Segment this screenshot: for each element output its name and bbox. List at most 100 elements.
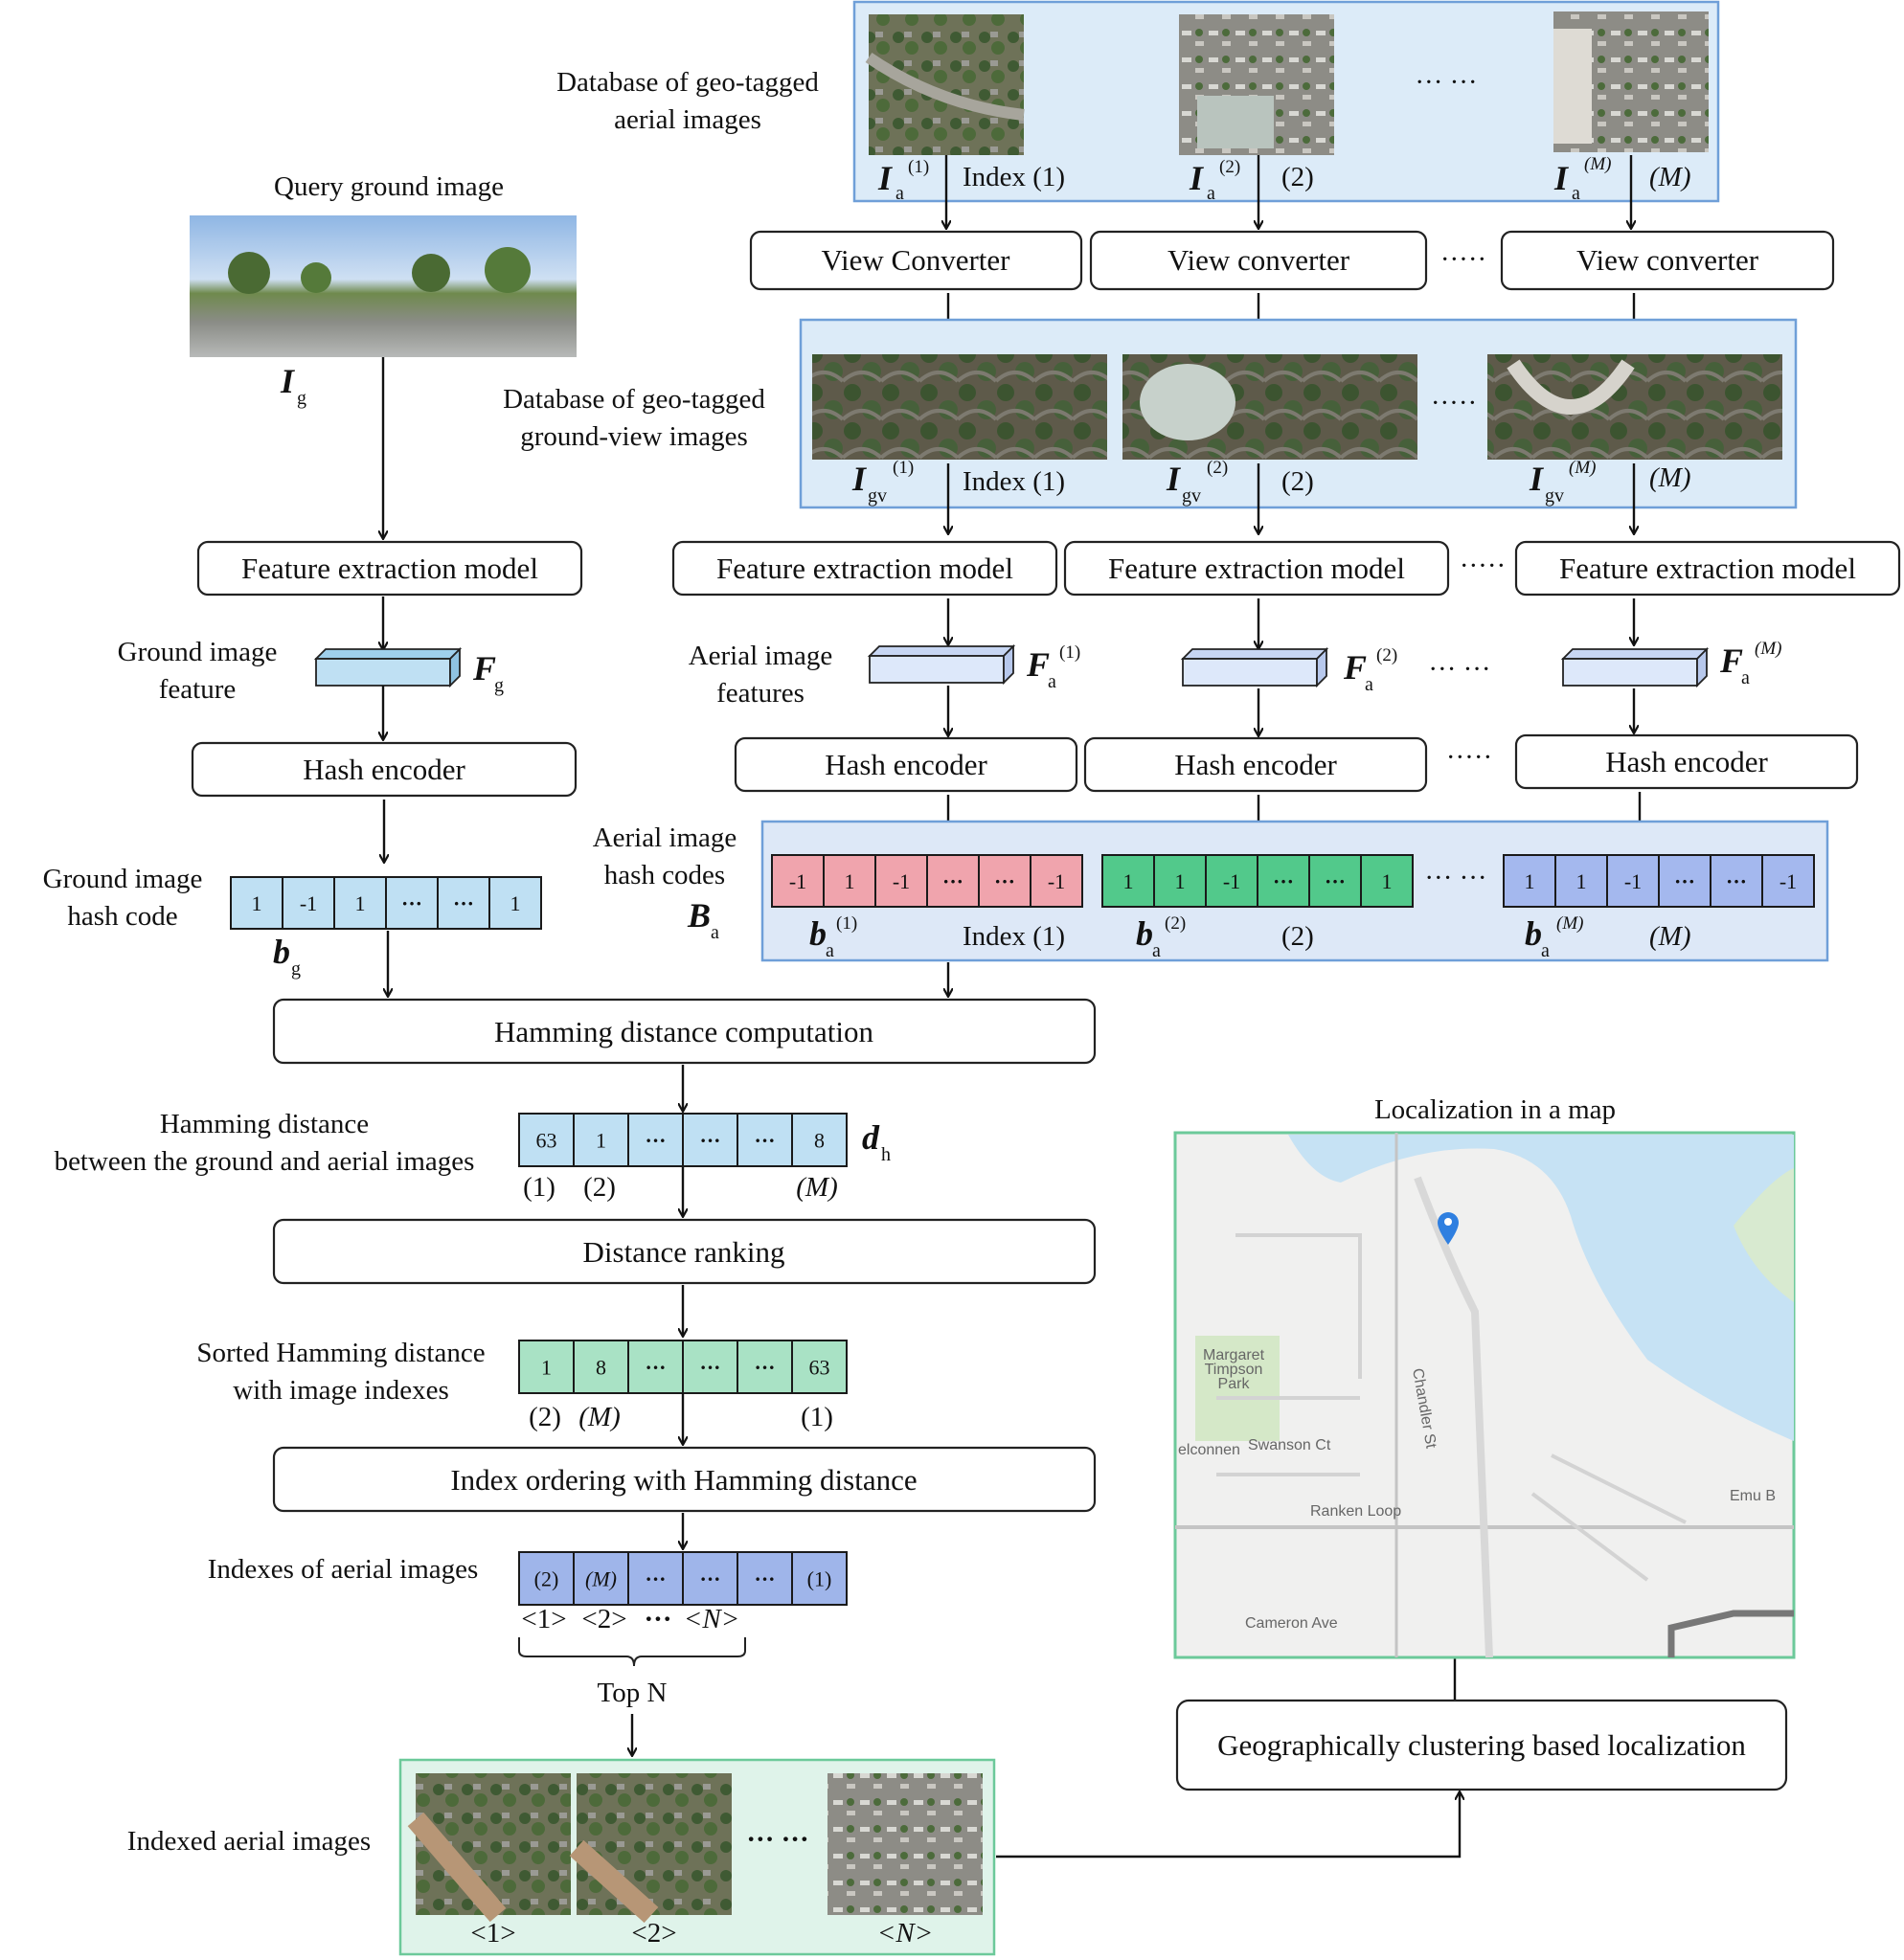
vector-cell [737, 1340, 793, 1394]
vector-cell [573, 1340, 629, 1394]
ground-view-image-1 [812, 354, 1107, 460]
svg-text:<1>: <1> [470, 1918, 515, 1949]
view-converter-m [1500, 230, 1835, 291]
aerial-feature-block-1 [867, 643, 1016, 686]
svg-text:(1): (1) [1059, 642, 1080, 663]
symbol-Ba: B [687, 896, 711, 935]
vector-cell-value: ··· [453, 891, 474, 915]
vector-cell-value: ··· [994, 869, 1015, 893]
ground-hash-label-2: hash code [67, 901, 177, 932]
vector-cell-value: 1 [1382, 869, 1393, 893]
indexed-image-2 [577, 1773, 732, 1915]
svg-text:(2): (2) [1165, 913, 1186, 934]
hamming-label-1: Hamming distance [160, 1109, 369, 1139]
svg-text:Hash encoder: Hash encoder [1605, 745, 1768, 778]
vector-cell-value: ··· [401, 891, 422, 915]
svg-text:··· ···: ··· ··· [746, 1824, 808, 1855]
vector-cell-value: ··· [1674, 869, 1695, 893]
hash-encoder-aerial-1 [734, 736, 1078, 793]
vector-cell [1658, 854, 1711, 908]
gv-index-m: (M) [1649, 462, 1690, 493]
indexed-images-label: Indexed aerial images [127, 1826, 371, 1857]
symbol-Ia2: I [1189, 159, 1205, 197]
svg-text:g: g [297, 388, 306, 409]
vector-cell [1153, 854, 1207, 908]
svg-text:h: h [881, 1144, 891, 1165]
vector-cell-value: -1 [1223, 869, 1240, 893]
svg-text:Swanson Ct: Swanson Ct [1248, 1437, 1331, 1453]
hash-encoder-ground [191, 741, 578, 798]
aerial-code-index-2: (2) [1281, 921, 1314, 952]
vector-cell [573, 1113, 629, 1167]
svg-text:a: a [1572, 183, 1580, 204]
svg-text:(M): (M) [1569, 458, 1596, 478]
svg-text:a: a [826, 940, 834, 961]
symbol-Ig: I [280, 362, 296, 400]
geographic-clustering-localization [1175, 1699, 1788, 1791]
vector-cell [627, 1113, 684, 1167]
svg-text:Distance ranking: Distance ranking [583, 1235, 785, 1269]
symbol-IaM: I [1553, 159, 1570, 197]
gv-db-label-line2: ground-view images [520, 421, 748, 452]
feature-extraction-aerial-2 [1063, 540, 1450, 597]
aerial-code-index-1: Index (1) [963, 921, 1065, 952]
svg-text:gv: gv [1545, 485, 1564, 507]
vector-cell-value: 8 [814, 1129, 825, 1153]
lake-area [1288, 1135, 1794, 1441]
svg-text:Emu B: Emu B [1730, 1488, 1776, 1504]
vector-cell [926, 854, 980, 908]
vector-cell-value: ··· [754, 1567, 775, 1591]
svg-text:a: a [1152, 940, 1161, 961]
svg-text:a: a [711, 922, 719, 943]
svg-text:(1): (1) [801, 1402, 833, 1432]
vector-cell-value: ··· [942, 869, 963, 893]
vector-cell [518, 1113, 575, 1167]
vector-cell [682, 1113, 738, 1167]
svg-text:(1): (1) [893, 458, 914, 478]
svg-text:Feature extraction model: Feature extraction model [1108, 552, 1405, 585]
hash-encoder-aerial-m [1514, 733, 1859, 790]
svg-text:Feature extraction model: Feature extraction model [1559, 552, 1856, 585]
svg-text:(2): (2) [583, 1172, 616, 1203]
aerial-db-label-line2: aerial images [614, 104, 761, 135]
aerial-index-m: (M) [1649, 162, 1690, 192]
svg-text:<N>: <N> [877, 1918, 933, 1949]
vector-cell-value: 1 [1123, 869, 1134, 893]
svg-text:(2): (2) [1376, 645, 1397, 665]
svg-text:Feature extraction model: Feature extraction model [241, 552, 538, 585]
svg-text:<2>: <2> [631, 1918, 676, 1949]
svg-text:·····: ····· [1431, 388, 1477, 418]
top-n-label: Top N [598, 1678, 668, 1708]
vector-cell [791, 1113, 848, 1167]
svg-text:F: F [1719, 642, 1743, 680]
gv-db-label-line1: Database of geo-tagged [503, 384, 765, 415]
vector-cell-value: 1 [1525, 869, 1535, 893]
vector-cell [1761, 854, 1815, 908]
vector-cell [737, 1113, 793, 1167]
svg-text:Hamming distance computation: Hamming distance computation [494, 1015, 874, 1048]
svg-text:(2): (2) [1207, 458, 1228, 478]
aerial-index-1: Index (1) [963, 162, 1065, 192]
svg-text:(M): (M) [1755, 639, 1781, 659]
svg-text:Feature extraction model: Feature extraction model [716, 552, 1013, 585]
vector-cell-value: ··· [1273, 869, 1294, 893]
vector-cell [627, 1340, 684, 1394]
vector-cell-value: 1 [510, 891, 521, 915]
sorted-label-1: Sorted Hamming distance [196, 1338, 485, 1368]
aerial-index-2: (2) [1281, 162, 1314, 192]
view-converter-2 [1089, 230, 1428, 291]
svg-text:··· ···: ··· ··· [1428, 654, 1490, 685]
vector-cell-value: 1 [355, 891, 366, 915]
query-label: Query ground image [274, 171, 504, 202]
symbol-Ia1: I [877, 159, 894, 197]
svg-text:(M): (M) [1584, 154, 1611, 174]
vector-cell-value: ··· [645, 1567, 666, 1591]
vector-cell [1030, 854, 1083, 908]
park-area [1195, 1336, 1280, 1441]
aerial-ellipsis: ··· ··· [1415, 67, 1477, 98]
svg-text:Hash encoder: Hash encoder [1174, 748, 1337, 781]
vector-cell-value: ··· [645, 1356, 666, 1380]
ground-feature-label-2: feature [159, 674, 237, 705]
svg-text:View Converter: View Converter [822, 243, 1011, 277]
